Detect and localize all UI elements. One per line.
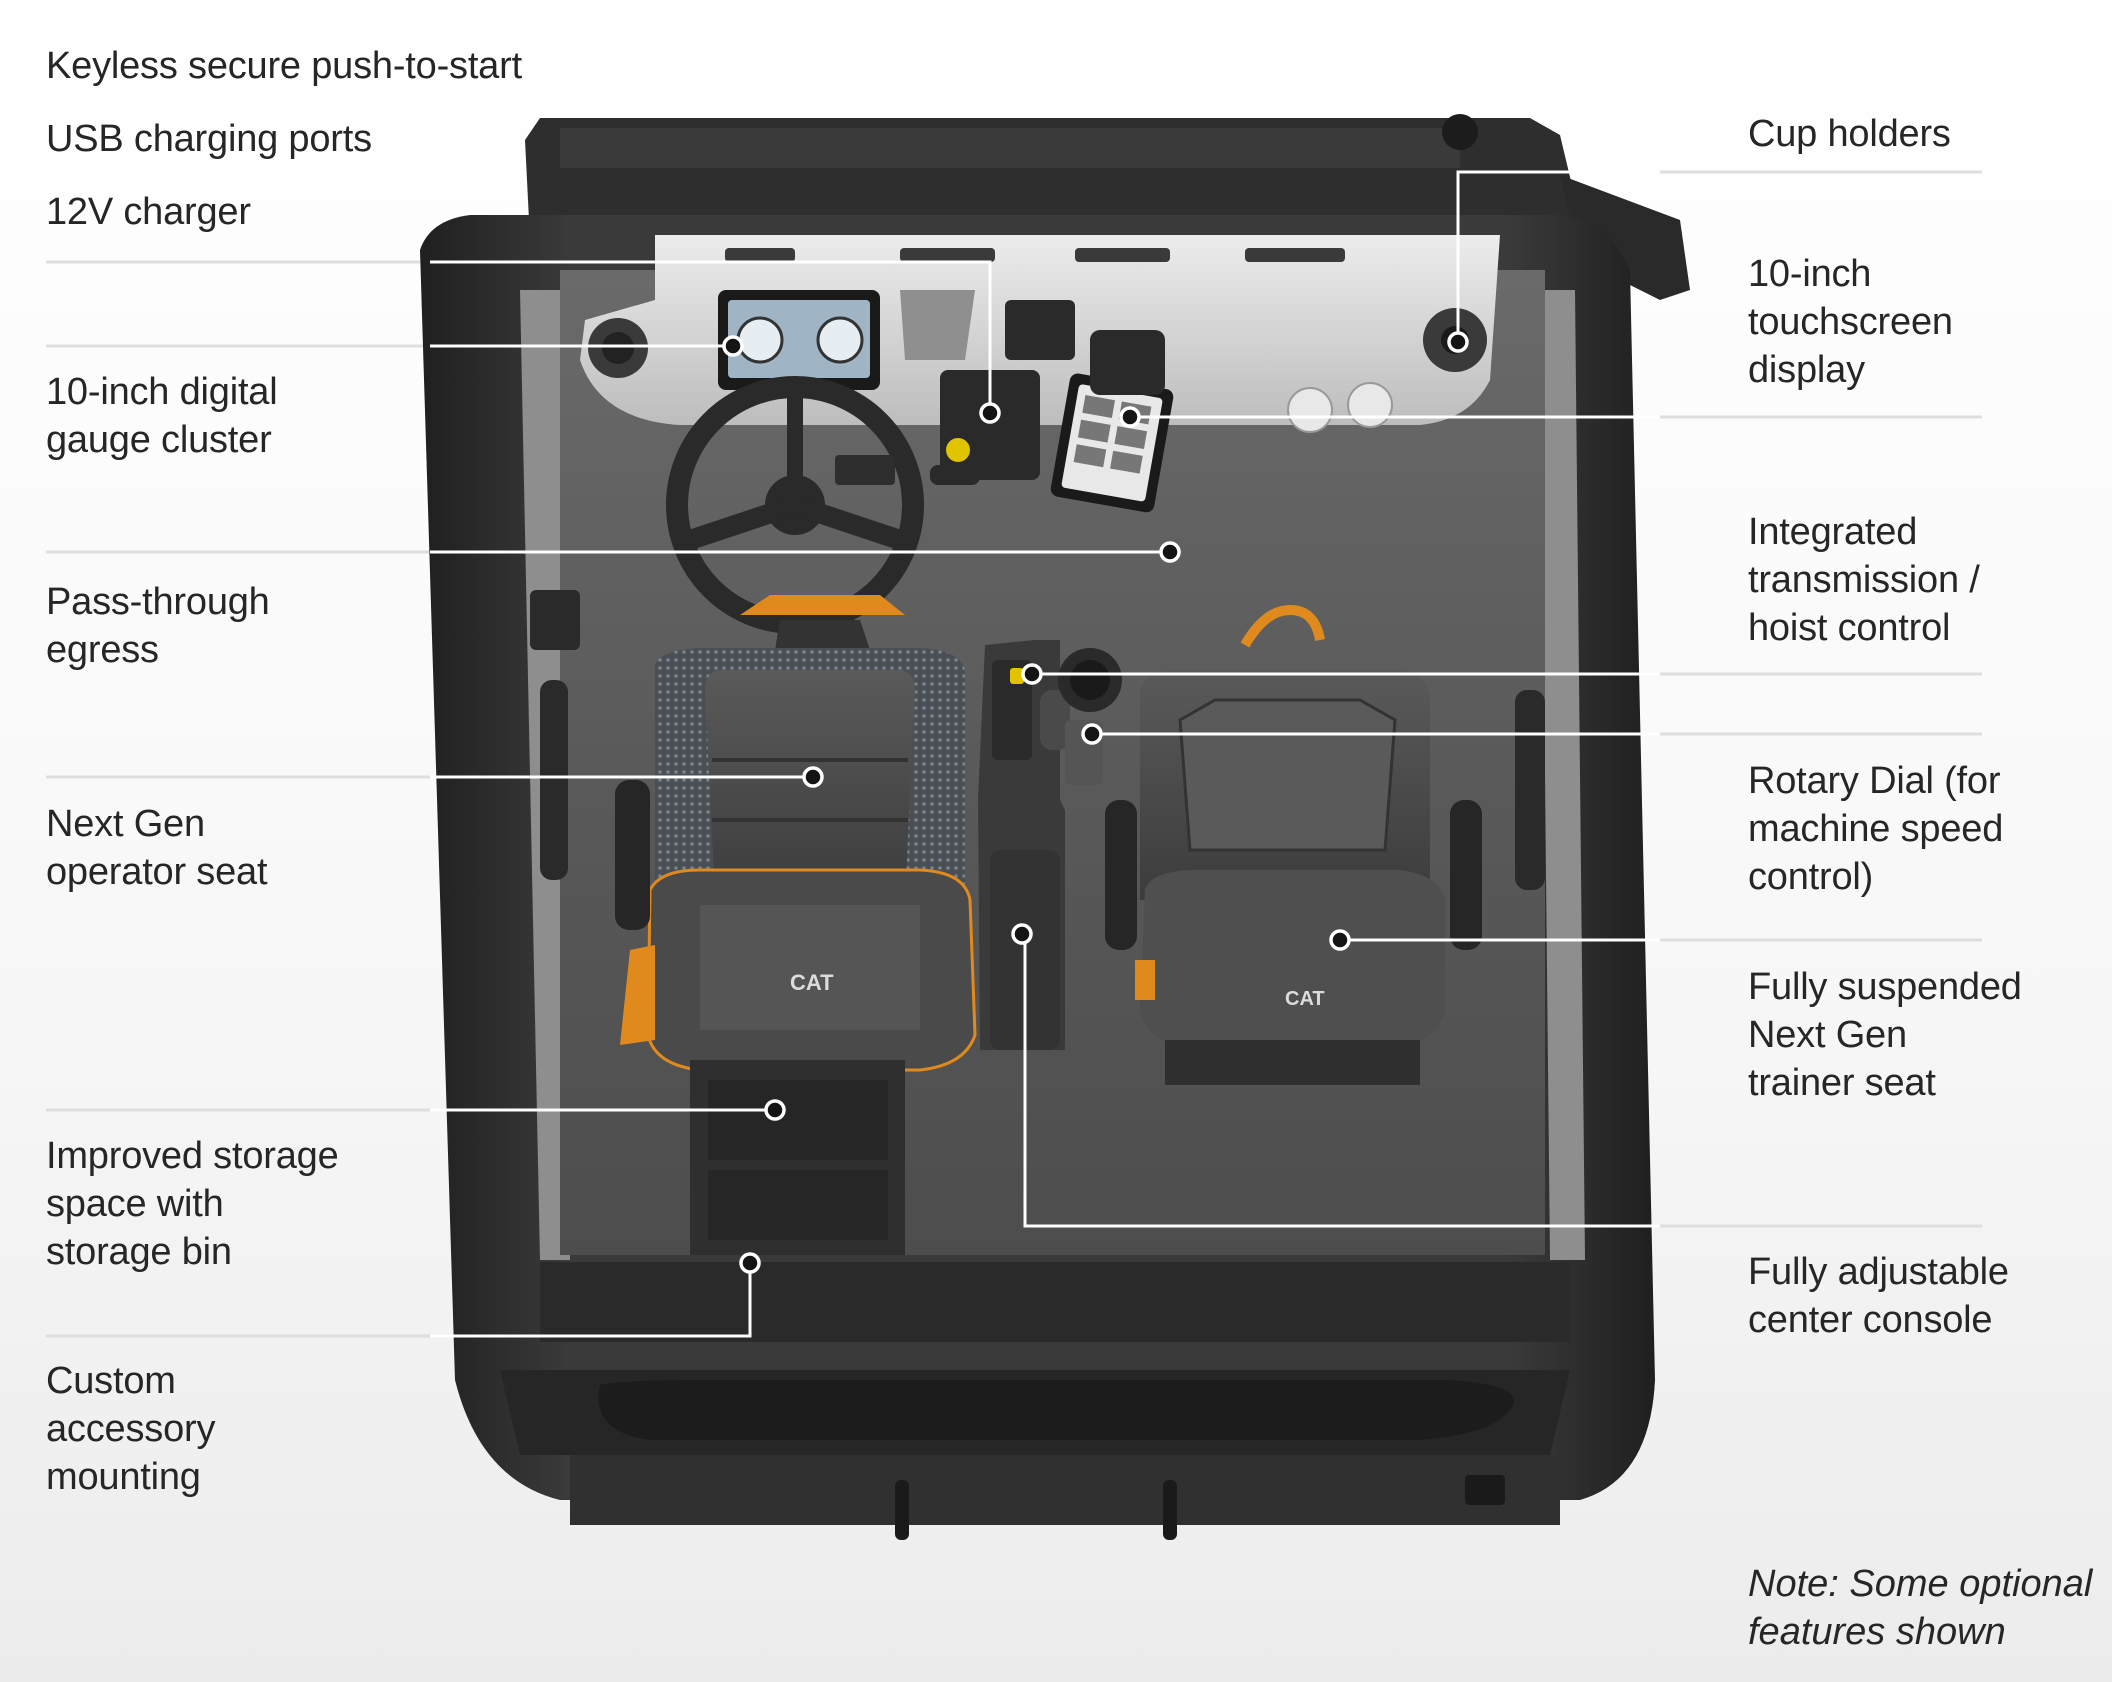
label-pass-through: Pass-through egress bbox=[46, 581, 270, 671]
callout-dots bbox=[722, 331, 1469, 1274]
label-usb-ports: USB charging ports bbox=[46, 118, 372, 160]
dot-touchscreen bbox=[1119, 406, 1141, 428]
label-touchscreen: 10-inch touchscreen display bbox=[1748, 253, 1953, 391]
dot-center-console bbox=[1011, 923, 1033, 945]
dot-cup-holders bbox=[1447, 331, 1469, 353]
dot-pass-through bbox=[1159, 541, 1181, 563]
label-cup-holders: Cup holders bbox=[1748, 113, 1951, 155]
dot-rotary-dial bbox=[1081, 723, 1103, 745]
label-transmission-control: Integrated transmission / hoist control bbox=[1748, 511, 1980, 649]
separator-lines bbox=[46, 170, 1982, 1338]
dot-keyless-start bbox=[979, 402, 1001, 424]
label-operator-seat: Next Gen operator seat bbox=[46, 803, 268, 893]
leader-lines bbox=[430, 170, 1660, 1338]
label-12v-charger: 12V charger bbox=[46, 191, 251, 233]
dot-gauge-cluster bbox=[722, 335, 744, 357]
dot-accessory-mounting bbox=[739, 1252, 761, 1274]
label-rotary-dial: Rotary Dial (for machine speed control) bbox=[1748, 760, 2004, 898]
dot-storage bbox=[764, 1099, 786, 1121]
label-accessory-mounting: Custom accessory mounting bbox=[46, 1360, 216, 1498]
label-trainer-seat: Fully suspended Next Gen trainer seat bbox=[1748, 966, 2022, 1104]
svg-text:CAT: CAT bbox=[790, 970, 834, 995]
svg-text:CAT: CAT bbox=[1285, 988, 1325, 1010]
label-gauge-cluster: 10-inch digital gauge cluster bbox=[46, 371, 278, 461]
label-keyless-start: Keyless secure push-to-start bbox=[46, 45, 522, 87]
dot-transmission-control bbox=[1021, 663, 1043, 685]
optional-features-note: Note: Some optional features shown bbox=[1748, 1563, 2093, 1653]
label-center-console: Fully adjustable center console bbox=[1748, 1251, 2009, 1341]
label-storage: Improved storage space with storage bin bbox=[46, 1135, 339, 1273]
dot-trainer-seat bbox=[1329, 929, 1351, 951]
cab-illustration: CAT CAT bbox=[420, 114, 1690, 1540]
dot-operator-seat bbox=[802, 766, 824, 788]
